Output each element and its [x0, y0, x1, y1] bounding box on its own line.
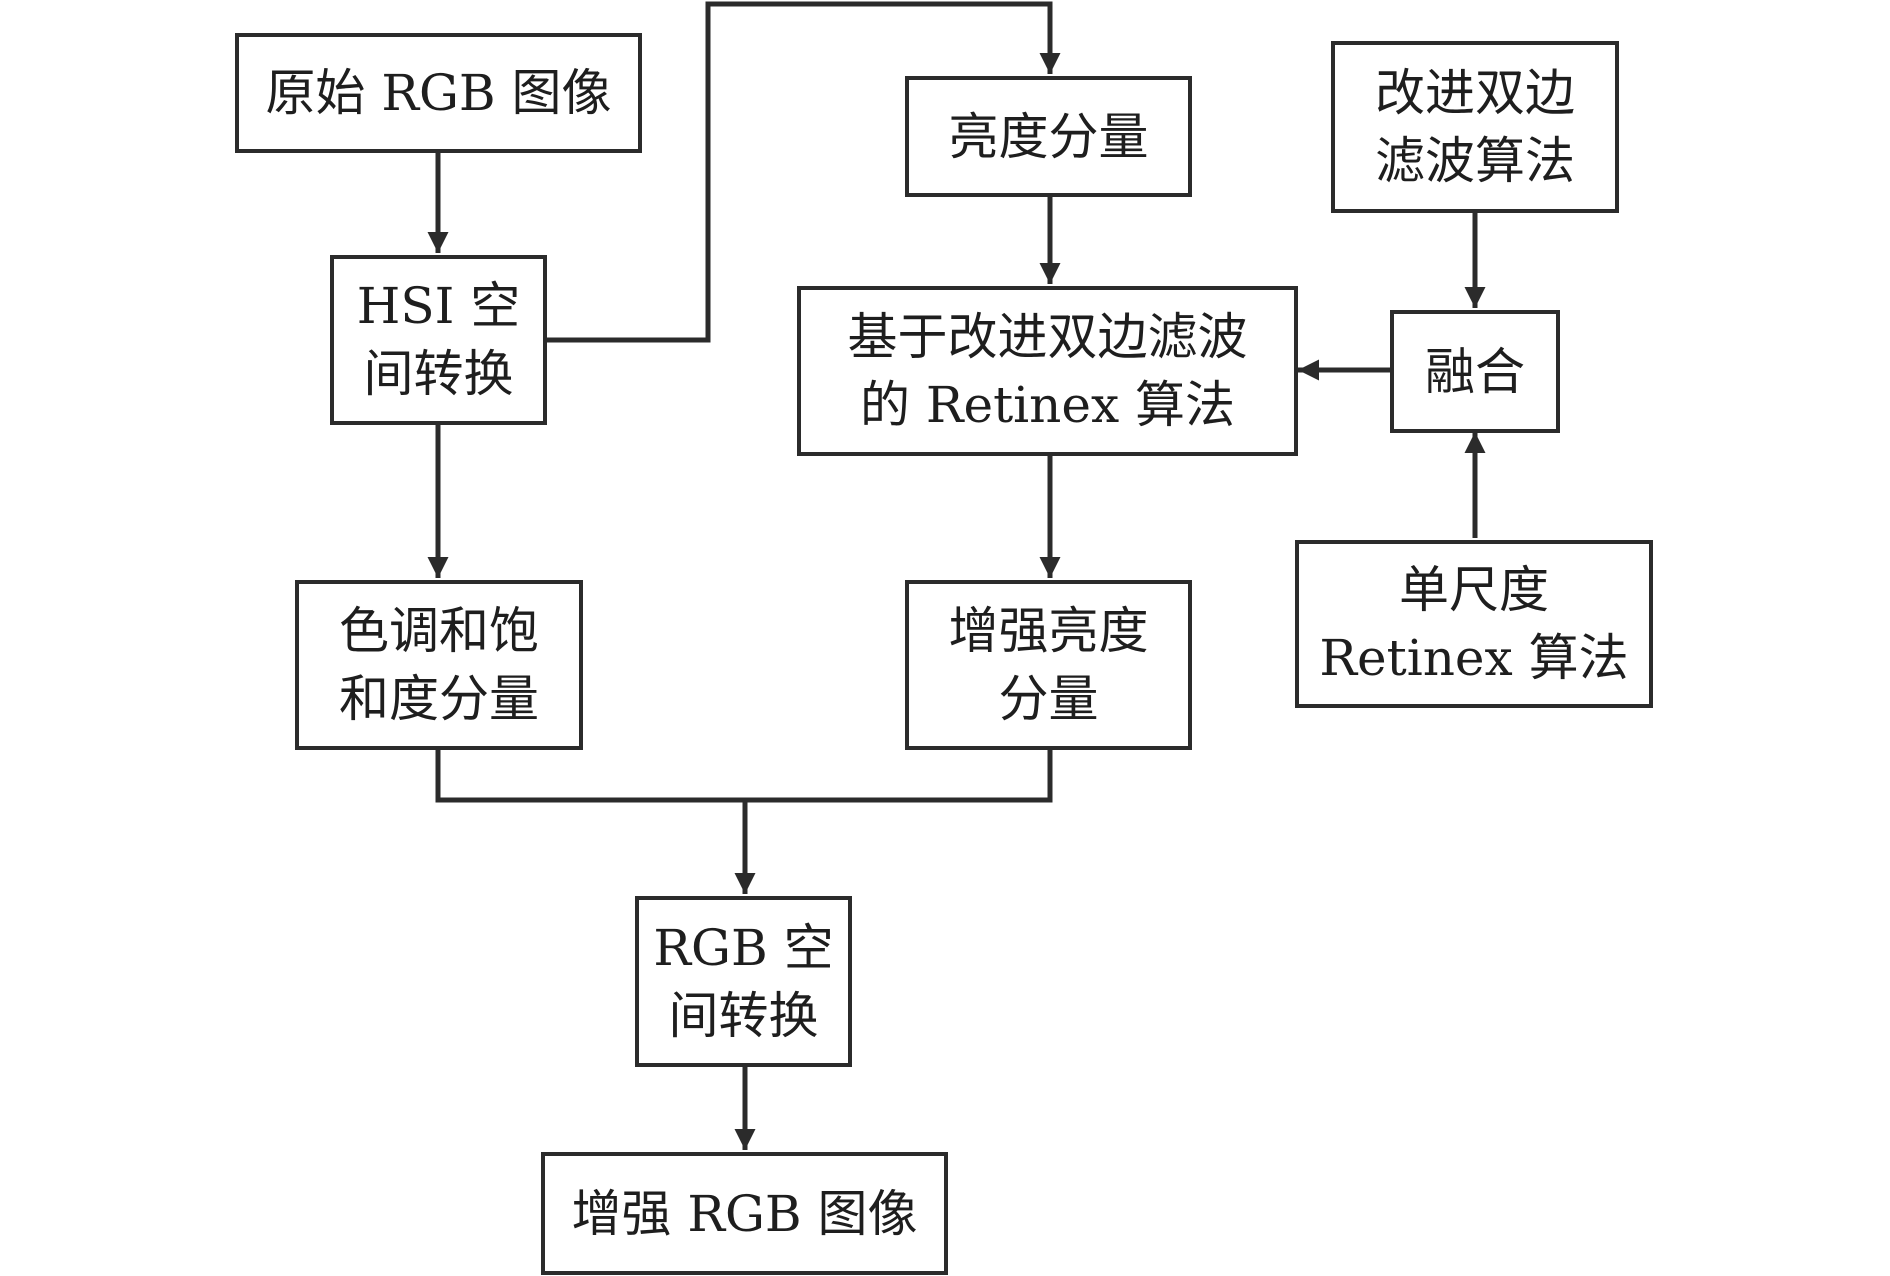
node-hue-saturation-component: 色调和饱和度分量: [295, 580, 583, 750]
node-label-line: 分量: [998, 670, 1099, 728]
node-fusion: 融合: [1390, 310, 1560, 433]
node-label-line: RGB 空: [653, 918, 834, 977]
node-label-line: 间转换: [668, 986, 819, 1045]
node-label-line: 的 Retinex 算法: [859, 376, 1236, 434]
node-label-line: 改进双边: [1375, 64, 1575, 122]
node-rgb-space-conversion: RGB 空间转换: [635, 896, 852, 1067]
edge-enhanced-brightness-merge: [745, 749, 1053, 803]
node-label-line: 基于改进双边滤波: [847, 308, 1248, 366]
node-label-line: 亮度分量: [948, 107, 1149, 166]
node-original-rgb-image: 原始 RGB 图像: [235, 33, 642, 153]
node-improved-bilateral-filter: 改进双边滤波算法: [1331, 41, 1619, 213]
node-label-line: Retinex 算法: [1319, 629, 1629, 687]
node-label-line: 色调和饱: [339, 602, 539, 660]
node-single-scale-retinex: 单尺度 Retinex 算法: [1295, 540, 1653, 708]
node-label-line: 滤波算法: [1375, 132, 1575, 190]
node-retinex-improved-bilateral: 基于改进双边滤波的 Retinex 算法: [797, 286, 1298, 456]
node-label-line: 和度分量: [339, 670, 539, 728]
node-label-line: 融合: [1425, 342, 1525, 401]
node-label-line: HSI 空: [356, 277, 521, 335]
node-label-line: 间转换: [363, 345, 514, 403]
node-label-line: 原始 RGB 图像: [265, 64, 612, 122]
node-enhanced-rgb-image: 增强 RGB 图像: [541, 1152, 948, 1275]
node-label-line: 单尺度: [1399, 561, 1549, 619]
node-label-line: 增强 RGB 图像: [571, 1184, 918, 1243]
node-brightness-component: 亮度分量: [905, 76, 1192, 197]
edge-hue-saturation-merge: [435, 749, 745, 803]
edge-hsi-to-brightness: [546, 1, 1061, 343]
node-enhanced-brightness-component: 增强亮度分量: [905, 580, 1192, 750]
node-label-line: 增强亮度: [948, 602, 1149, 660]
node-hsi-space-conversion: HSI 空间转换: [330, 255, 547, 425]
